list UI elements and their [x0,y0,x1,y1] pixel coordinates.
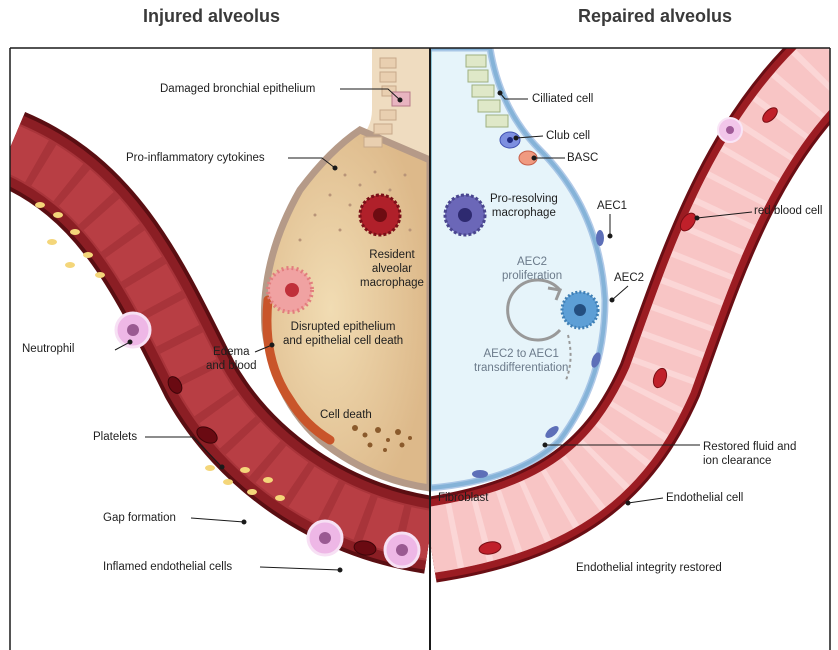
aec2-cell [562,292,598,328]
resident-macrophage [360,195,400,235]
label-cell-death: Cell death [320,408,372,422]
label-basc: BASC [567,151,598,165]
label-edema-and-blood: Edema and blood [206,345,257,373]
label-inflamed-endothelial-cells: Inflamed endothelial cells [103,560,232,574]
pro-resolving-macrophage [445,195,485,235]
label-endothelial-cell: Endothelial cell [666,491,743,505]
healthy-white-cell [718,118,742,142]
label-ciliated-cell: Cilliated cell [532,92,593,106]
label-aec1: AEC1 [597,199,627,213]
label-resident-macrophage: Resident alveolar macrophage [360,248,424,290]
label-gap-formation: Gap formation [103,511,176,525]
disrupted-epithelial-cell [268,268,312,312]
label-endothelial-integrity-restored: Endothelial integrity restored [576,561,722,575]
label-neutrophil: Neutrophil [22,342,74,356]
label-restored-fluid: Restored fluid and ion clearance [703,440,796,468]
label-red-blood-cell: red blood cell [754,204,822,218]
label-aec2-proliferation: AEC2 proliferation [502,255,562,283]
repaired-side [430,48,838,556]
label-transdifferentiation: AEC2 to AEC1 transdifferentiation [474,347,568,375]
label-platelets: Platelets [93,430,137,444]
label-club-cell: Club cell [546,129,590,143]
injured-side [10,48,430,567]
label-disrupted-epithelium: Disrupted epithelium and epithelial cell… [283,320,403,348]
label-fibroblast: Fibroblast [438,491,489,505]
label-aec2: AEC2 [614,271,644,285]
label-damaged-bronchial-epithelium: Damaged bronchial epithelium [160,82,315,96]
label-pro-inflammatory-cytokines: Pro-inflammatory cytokines [126,151,265,165]
label-pro-resolving-macrophage: Pro-resolving macrophage [490,192,558,220]
